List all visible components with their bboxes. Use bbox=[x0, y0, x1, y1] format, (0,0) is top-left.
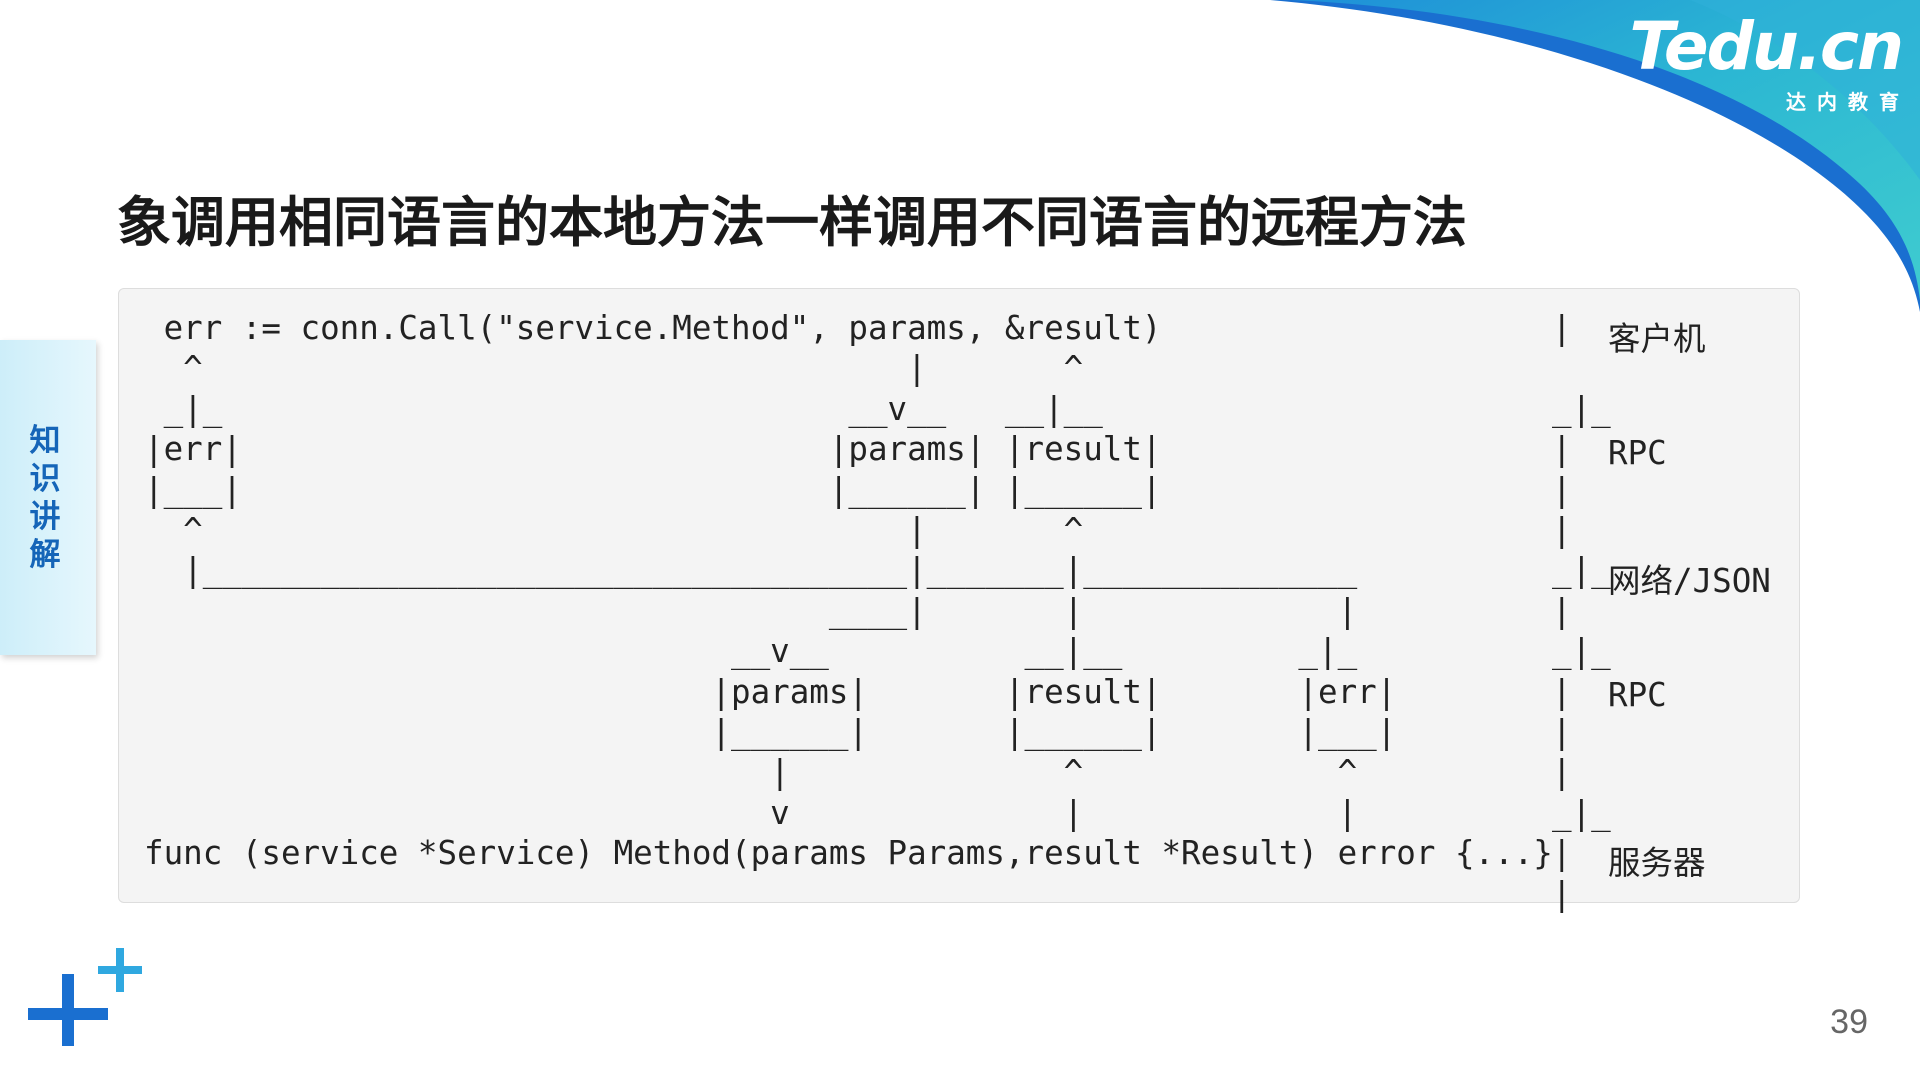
logo-subtext: 达内教育 bbox=[1786, 90, 1910, 114]
layer-label-rpc-client: RPC bbox=[1608, 434, 1667, 472]
layer-label-client: 客户机 bbox=[1608, 320, 1706, 358]
small-plus-icon-v bbox=[116, 948, 124, 992]
page-number: 39 bbox=[1830, 1003, 1868, 1041]
section-tab-label: 知识讲解 bbox=[29, 422, 61, 573]
section-tab: 知识讲解 bbox=[0, 340, 96, 655]
slide-title: 象调用相同语言的本地方法一样调用不同语言的远程方法 bbox=[117, 191, 1467, 254]
layer-label-rpc-server: RPC bbox=[1608, 676, 1667, 714]
layer-label-server: 服务器 bbox=[1608, 844, 1706, 882]
code-diagram-box bbox=[118, 288, 1800, 903]
layer-label-network-json: 网络/JSON bbox=[1608, 562, 1771, 600]
plus-decoration bbox=[28, 948, 142, 1046]
brand-logo: Tedu.cn 达内教育 bbox=[1629, 8, 1904, 115]
ascii-rpc-diagram: err := conn.Call("service.Method", param… bbox=[144, 309, 1553, 873]
large-plus-icon-v bbox=[62, 974, 74, 1046]
logo-text: Tedu.cn bbox=[1629, 8, 1904, 85]
layer-separator: | _|_ | | | _|_ | _|_ | | | _|_ | | bbox=[1552, 309, 1611, 913]
